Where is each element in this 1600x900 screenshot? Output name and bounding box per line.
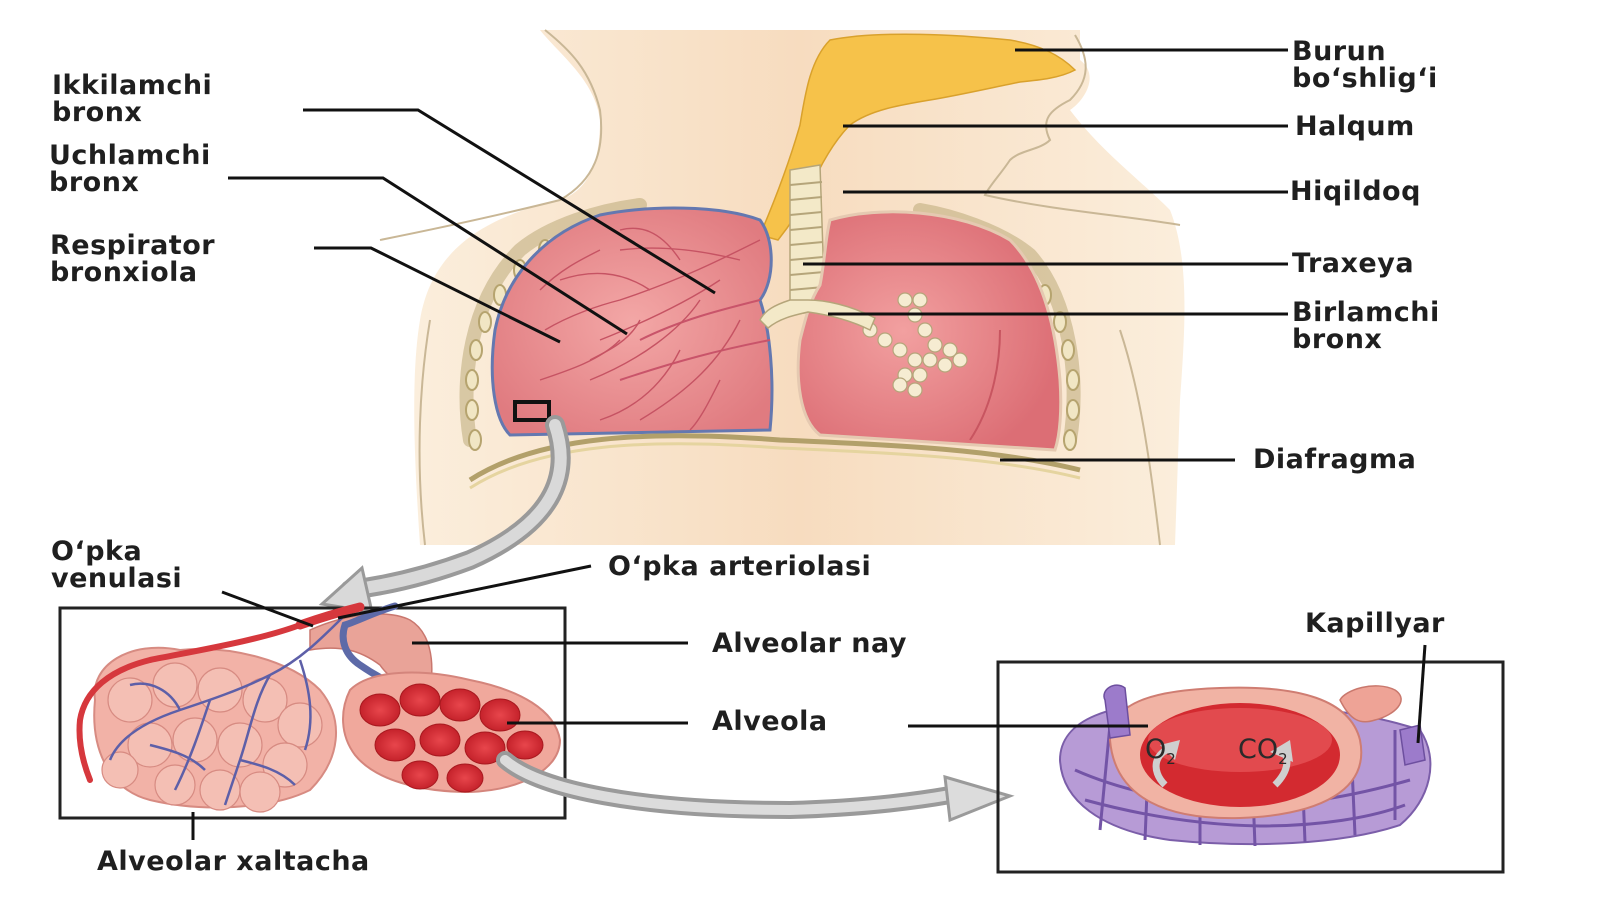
primary-bronchus <box>759 299 876 332</box>
label-hiqildoq: Hiqildoq <box>1290 176 1421 207</box>
label-traxeya: Traxeya <box>1292 248 1415 279</box>
label-co2: CO2 <box>1238 734 1288 768</box>
label-alveola: Alveola <box>712 706 828 737</box>
lung-right <box>490 206 774 437</box>
label-opka-arteriolasi: O‘pka arteriolasi <box>608 551 872 582</box>
label-o2: O2 <box>1145 734 1176 768</box>
label-alveolar-nay: Alveolar nay <box>712 628 908 659</box>
alveolus-box <box>996 660 1505 874</box>
nasal-cavity <box>758 33 1077 241</box>
label-kapillyar: Kapillyar <box>1305 608 1445 639</box>
label-alveolar-xaltacha: Alveolar xaltacha <box>97 846 370 877</box>
label-diafragma: Diafragma <box>1253 444 1417 475</box>
rib-cage <box>459 198 1081 451</box>
zoom-marker <box>513 400 551 422</box>
label-halqum: Halqum <box>1295 111 1415 142</box>
alveolus-illustration <box>1058 684 1432 847</box>
lung-left <box>796 210 1063 452</box>
alveolar-sac-box <box>58 606 567 820</box>
leader-lines <box>191 48 1427 840</box>
alveolar-sac-illustration <box>76 602 562 813</box>
diaphragm <box>468 433 1081 483</box>
